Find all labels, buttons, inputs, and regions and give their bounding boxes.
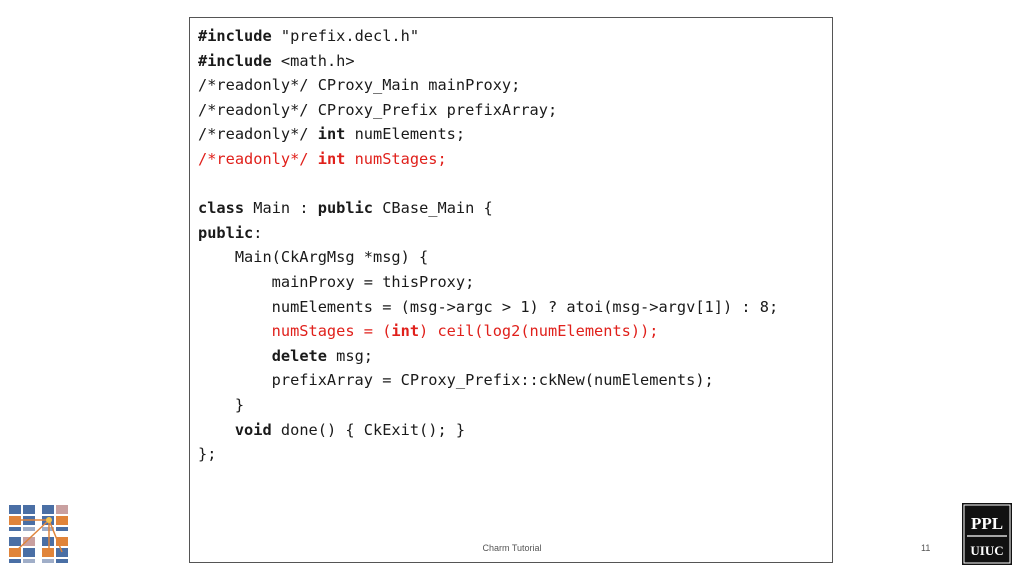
code-keyword: public xyxy=(198,223,254,242)
logo-text-bottom: UIUC xyxy=(970,543,1003,558)
ppl-uiuc-logo: PPL UIUC xyxy=(962,503,1012,570)
code-text: numElements = (msg->argc > 1) ? atoi(msg… xyxy=(198,297,779,316)
code-line: numElements = (msg->argc > 1) ? atoi(msg… xyxy=(198,295,779,320)
code-line: void done() { CkExit(); } xyxy=(198,418,778,443)
code-line: Main(CkArgMsg *msg) { xyxy=(198,245,778,270)
code-line: public: xyxy=(198,221,778,246)
code-text xyxy=(198,347,272,365)
code-text: CBase_Main { xyxy=(373,199,493,218)
code-text: /*readonly*/ xyxy=(198,149,318,168)
code-text: numStages; xyxy=(345,149,447,168)
code-line: delete msg; xyxy=(198,344,778,369)
code-text xyxy=(198,421,235,439)
code-keyword: int xyxy=(317,125,346,144)
code-line: /*readonly*/ CProxy_Main mainProxy; xyxy=(198,73,778,98)
code-line: class Main : public CBase_Main { xyxy=(198,196,778,221)
footer-title: Charm Tutorial xyxy=(482,543,542,553)
code-listing: #include "prefix.decl.h"#include <math.h… xyxy=(198,24,778,467)
code-text: Main(CkArgMsg *msg) { xyxy=(198,248,429,267)
code-line: #include "prefix.decl.h" xyxy=(198,24,778,49)
code-keyword: int xyxy=(317,149,346,168)
code-text: Main : xyxy=(244,199,318,218)
code-text: }; xyxy=(198,445,217,464)
code-line: mainProxy = thisProxy; xyxy=(198,270,778,295)
logo-text-top: PPL xyxy=(971,514,1003,533)
code-text: } xyxy=(198,395,245,414)
code-keyword: void xyxy=(234,420,272,439)
code-text: numStages = ( xyxy=(198,322,392,341)
code-text: mainProxy = thisProxy; xyxy=(198,272,475,291)
code-keyword: delete xyxy=(271,346,327,365)
code-line: prefixArray = CProxy_Prefix::ckNew(numEl… xyxy=(198,368,778,393)
code-text: /*readonly*/ CProxy_Prefix prefixArray; xyxy=(198,100,558,119)
charm-grid-logo xyxy=(6,502,72,571)
code-keyword: public xyxy=(317,199,374,218)
code-text: numElements; xyxy=(345,125,466,144)
code-line: /*readonly*/ int numElements; xyxy=(198,122,778,147)
code-keyword: class xyxy=(198,199,245,218)
code-text: done() { CkExit(); } xyxy=(271,420,466,439)
code-keyword: #include xyxy=(198,51,272,70)
code-line: #include <math.h> xyxy=(198,49,778,74)
code-line xyxy=(198,172,778,197)
code-text: ) ceil(log2(numElements)); xyxy=(419,322,659,341)
code-line: numStages = (int) ceil(log2(numElements)… xyxy=(198,319,778,344)
code-keyword: int xyxy=(391,322,420,341)
code-text: <math.h> xyxy=(271,51,355,70)
code-line: }; xyxy=(198,442,778,467)
code-panel: #include "prefix.decl.h"#include <math.h… xyxy=(189,17,833,563)
code-text: /*readonly*/ CProxy_Main mainProxy; xyxy=(198,76,521,95)
code-text: prefixArray = CProxy_Prefix::ckNew(numEl… xyxy=(198,371,714,390)
code-line: } xyxy=(198,393,778,418)
slide-number: 11 xyxy=(921,543,931,553)
code-keyword: #include xyxy=(198,27,272,45)
code-line: /*readonly*/ int numStages; xyxy=(198,147,778,172)
code-text: : xyxy=(253,223,263,242)
code-text: /*readonly*/ xyxy=(198,125,318,144)
code-line: /*readonly*/ CProxy_Prefix prefixArray; xyxy=(198,98,778,123)
code-text: msg; xyxy=(326,346,374,365)
code-text: "prefix.decl.h" xyxy=(271,27,420,45)
